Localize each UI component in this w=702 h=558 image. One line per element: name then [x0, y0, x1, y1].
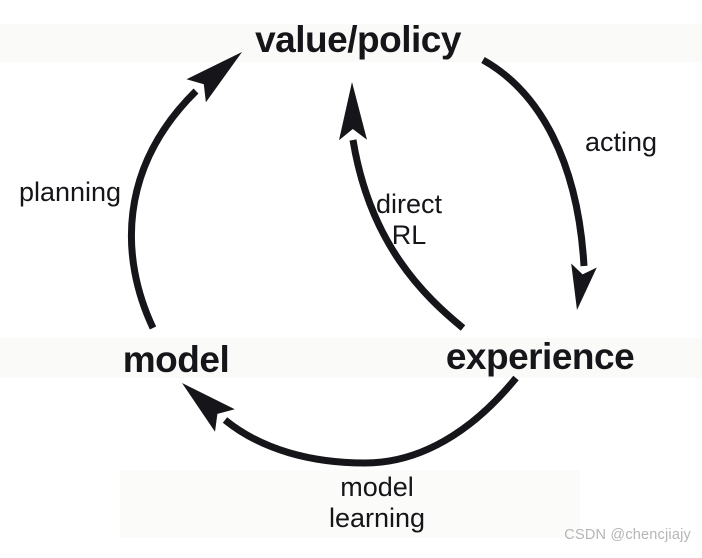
background-band — [0, 24, 702, 62]
edge-label-acting: acting — [584, 127, 658, 157]
edge-label-model-learning-line2: learning — [328, 503, 426, 533]
acting-arrow-curve — [481, 56, 588, 267]
edge-label-model-learning: model learning — [329, 472, 425, 534]
planning-arrow-curve — [127, 88, 199, 330]
planning-arrowhead — [186, 52, 242, 103]
edge-label-model-learning-line1: model — [340, 472, 414, 502]
model-learning-arrow — [182, 375, 519, 467]
background-band — [120, 470, 580, 538]
csdn-watermark: CSDN @chencjiajy — [564, 527, 691, 543]
edge-label-planning: planning — [18, 177, 122, 207]
planning-arrow — [127, 52, 242, 330]
node-value-policy: value/policy — [255, 19, 461, 60]
acting-arrowhead — [571, 263, 597, 310]
direct-rl-arrow — [339, 82, 466, 331]
model-learning-arrow-curve — [222, 375, 519, 467]
edge-label-direct-rl-line1: direct — [375, 189, 443, 219]
edge-label-direct-rl: direct RL — [376, 189, 442, 251]
node-model: model — [122, 339, 230, 380]
direct-rl-arrow-curve — [349, 139, 466, 331]
edge-label-direct-rl-line2: RL — [391, 220, 427, 250]
background-band — [0, 338, 702, 378]
node-experience: experience — [445, 336, 635, 377]
acting-arrow — [481, 56, 597, 310]
direct-rl-arrowhead — [339, 82, 367, 141]
model-learning-arrowhead — [182, 383, 235, 432]
